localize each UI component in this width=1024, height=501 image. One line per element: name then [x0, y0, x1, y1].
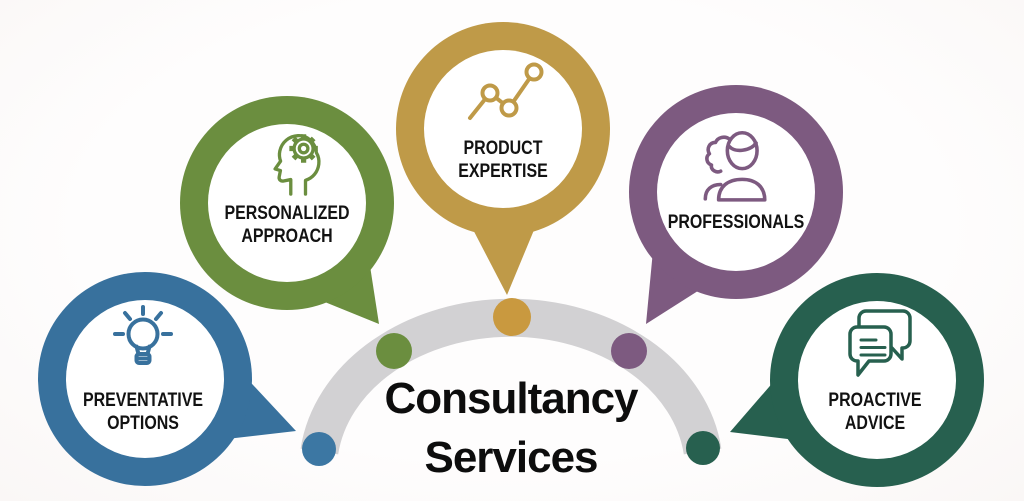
- chat-bubbles-icon: [848, 309, 912, 377]
- bubble-tail: [467, 218, 539, 295]
- label-personalized-approach: PERSONALIZED APPROACH: [224, 203, 350, 247]
- dot-preventative-options: [302, 432, 336, 466]
- bubble-personalized-approach: [180, 96, 394, 324]
- bubble-product-expertise: [396, 22, 610, 295]
- label-preventative-options: PREVENTATIVE OPTIONS: [82, 390, 204, 434]
- dot-product-expertise: [493, 298, 531, 336]
- head-gear-icon: [273, 134, 321, 196]
- bubble-inner: [208, 124, 366, 282]
- label-professionals: PROFESSIONALS: [667, 212, 805, 233]
- label-product-expertise: PRODUCT EXPERTISE: [458, 138, 548, 182]
- dot-professionals: [611, 333, 647, 369]
- bubble-inner: [66, 300, 224, 458]
- lightbulb-icon: [113, 305, 173, 365]
- page-title: Consultancy Services: [384, 374, 638, 482]
- trend-chart-icon: [468, 62, 544, 120]
- dot-proactive-advice: [686, 431, 720, 465]
- bubble-professionals: [629, 85, 843, 324]
- dot-personalized-approach: [376, 333, 412, 369]
- bubble-inner: [424, 50, 582, 208]
- professionals-icon: [703, 130, 767, 202]
- bubble-proactive-advice: [730, 273, 984, 487]
- bubble-inner: [798, 301, 956, 459]
- bubble-preventative-options: [38, 272, 296, 486]
- label-proactive-advice: PROACTIVE ADVICE: [828, 390, 922, 434]
